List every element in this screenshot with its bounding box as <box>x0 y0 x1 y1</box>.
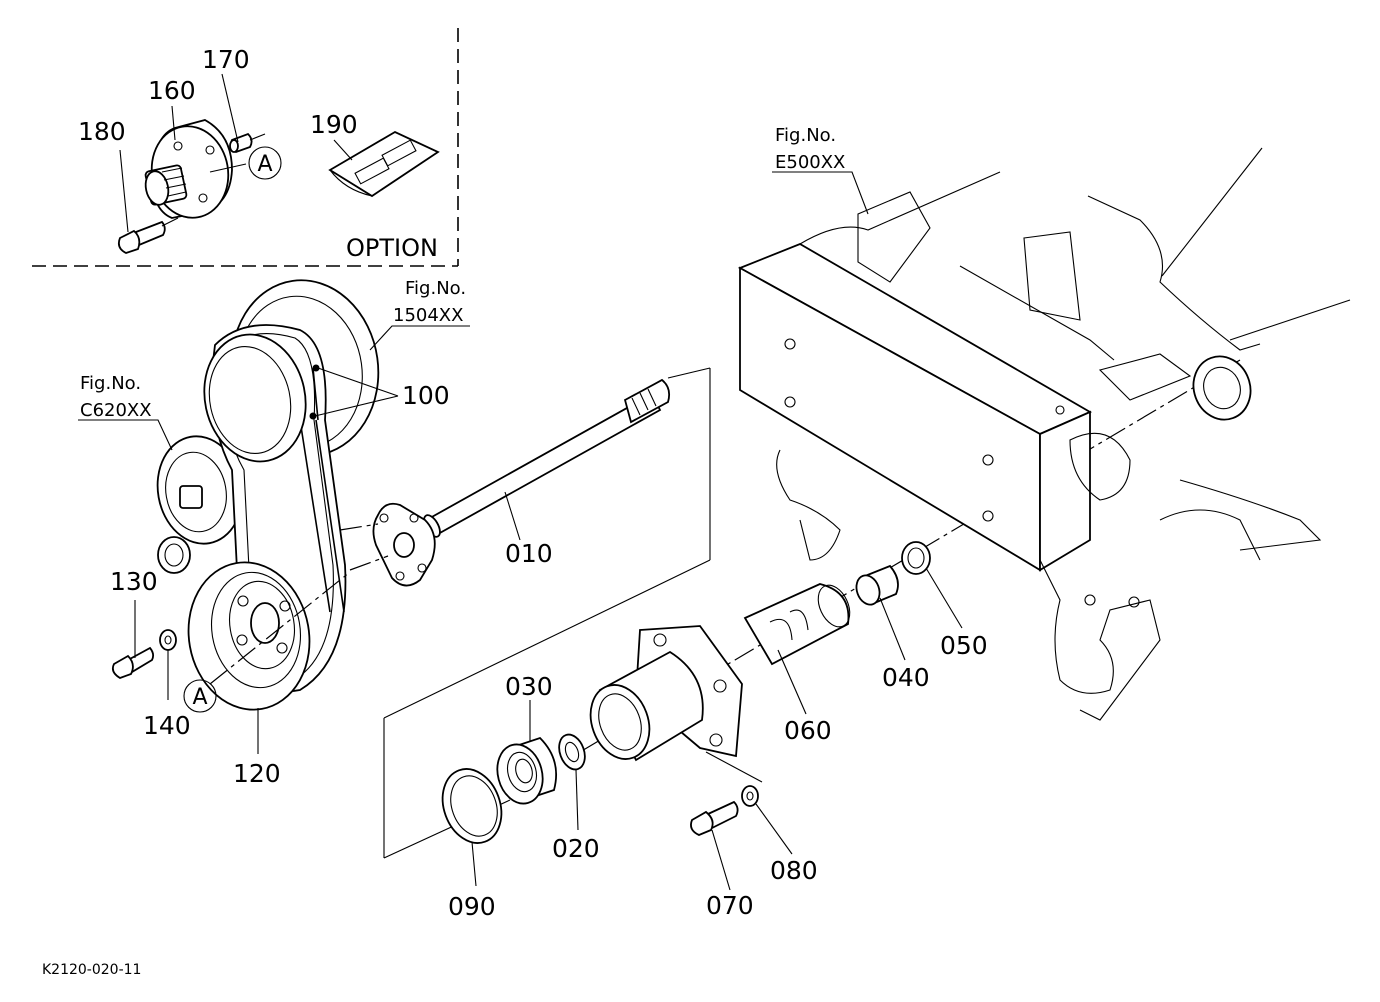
fig-ref-e500xx: Fig.No. E500XX <box>775 125 845 173</box>
callout-030: 030 <box>505 672 553 701</box>
callout-130: 130 <box>110 567 158 596</box>
leader-lines <box>78 73 963 891</box>
part-010-shaft <box>339 378 671 587</box>
part-030-bearing <box>496 736 558 805</box>
part-090-circlip <box>441 768 503 844</box>
callout-010: 010 <box>505 539 553 568</box>
part-160-flange-hub <box>144 119 233 219</box>
part-070-bolt <box>690 800 739 836</box>
callout-020: 020 <box>552 834 600 863</box>
part-040-bushing <box>855 564 899 606</box>
part-callouts: 010 020 030 040 050 060 070 080 090 100 … <box>78 45 988 921</box>
callout-160: 160 <box>148 76 196 105</box>
marker-a-pulley-label: A <box>192 685 207 710</box>
fig-ref-1504xx: Fig.No. 1504XX <box>393 278 466 326</box>
callout-170: 170 <box>202 45 250 74</box>
callout-190: 190 <box>310 110 358 139</box>
part-180-bolt <box>117 217 179 254</box>
part-020-snap-ring <box>558 733 586 771</box>
part-080-washer <box>741 785 759 807</box>
callout-100: 100 <box>402 381 450 410</box>
fig-ref-number: E500XX <box>775 152 845 173</box>
shaft-group-bracket <box>383 367 711 859</box>
callout-080: 080 <box>770 856 818 885</box>
marker-a-pulley: A <box>183 571 351 713</box>
part-130-bolt <box>111 646 155 679</box>
callout-090: 090 <box>448 892 496 921</box>
callout-180: 180 <box>78 117 126 146</box>
callout-120: 120 <box>233 759 281 788</box>
fig-ref-title: Fig.No. <box>405 278 466 299</box>
callout-140: 140 <box>143 711 191 740</box>
option-label: OPTION <box>346 234 438 262</box>
part-050-seal <box>901 541 931 575</box>
option-box <box>32 28 459 267</box>
fig-ref-number: C620XX <box>80 400 152 421</box>
callout-070: 070 <box>706 891 754 920</box>
part-190-label-sheet <box>328 130 440 198</box>
tractor-frame <box>737 147 1351 721</box>
marker-a-option-label: A <box>257 152 272 177</box>
fig-ref-number: 1504XX <box>393 305 463 326</box>
fig-ref-c620xx: Fig.No. C620XX <box>80 373 152 421</box>
callout-040: 040 <box>882 663 930 692</box>
figure-code: K2120-020-11 <box>42 962 141 978</box>
marker-a-option: A <box>209 146 282 180</box>
callout-050: 050 <box>940 631 988 660</box>
part-170-pin <box>229 132 266 154</box>
fig-ref-title: Fig.No. <box>80 373 141 394</box>
callout-060: 060 <box>784 716 832 745</box>
part-060-housing <box>589 583 851 783</box>
part-140-washer <box>159 629 177 651</box>
belt-pulley-assembly <box>156 279 380 711</box>
fig-ref-title: Fig.No. <box>775 125 836 146</box>
